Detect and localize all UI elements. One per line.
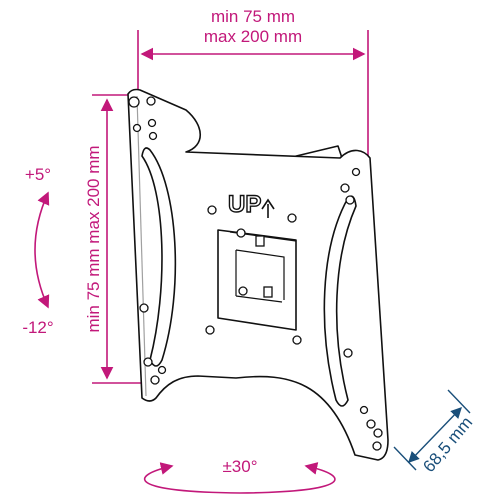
height-dimension: min 75 mm max 200 mm [84,94,150,384]
tilt-down-label: -12° [22,318,53,337]
swivel-label: ±30° [222,457,257,476]
up-label: UP [228,191,261,218]
swivel-arc-icon: ±30° [143,457,336,494]
right-slot [323,195,357,407]
height-label: min 75 mm max 200 mm [84,145,103,332]
width-min-label: min 75 mm [211,7,295,26]
tilt-arc-icon: +5° -12° [22,165,53,337]
arrow-up-icon [261,198,275,218]
mounting-holes [128,96,383,451]
width-dimension: min 75 mm max 200 mm [137,7,369,160]
center-bracket [217,229,297,331]
width-max-label: max 200 mm [204,27,302,46]
mounting-plate: UP [127,88,389,461]
depth-dimension: 68,5 mm [393,389,476,476]
tilt-up-label: +5° [25,165,51,184]
